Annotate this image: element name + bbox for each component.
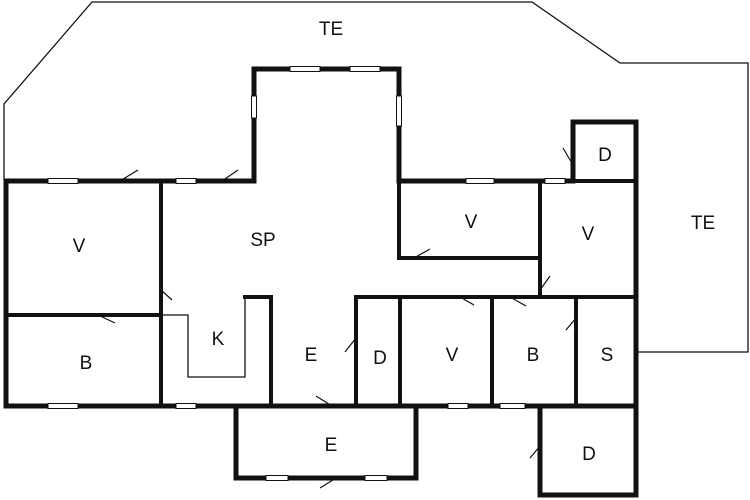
door-swing [221,169,239,182]
window [251,95,257,119]
label-bathroom-left: B [80,353,93,374]
label-entrance-bottom: E [325,435,338,456]
door-swing [539,275,551,291]
label-storage-mid: D [373,348,387,369]
wall-exterior-south-west [3,403,543,481]
door-swing [344,337,357,353]
door-swing [319,477,337,489]
door-swing [97,314,116,324]
window [465,178,495,184]
label-storage-bottom-right: D [582,444,596,465]
label-kitchen: K [212,329,225,350]
window [447,403,469,409]
window [47,403,79,409]
interior-walls [4,179,638,408]
label-living-room: SP [250,230,275,251]
terrace-top-outline [3,1,749,353]
wall-kitchen [243,295,273,408]
window [289,66,321,72]
window [544,178,566,184]
windows [47,66,566,481]
label-entrance-hall: E [305,345,318,366]
window [499,403,526,409]
window [349,66,381,72]
kitchen-counter [161,297,246,378]
window [364,475,388,481]
door-swing [119,169,139,182]
terrace-outline [3,1,749,353]
window [47,178,79,184]
door-swing [413,248,431,259]
window [175,178,197,184]
door-swing [565,317,577,331]
label-bedroom-mid-bottom: V [446,345,459,366]
door-swing [529,445,541,459]
label-terrace-right: TE [691,213,715,234]
window [175,403,197,409]
door-swing [160,289,173,301]
door-swing [315,395,333,407]
wall-bedroom-right-top [397,179,542,260]
door-swing [562,147,574,166]
door-swing [509,296,527,307]
label-terrace-top: TE [319,19,343,40]
label-sauna: S [601,345,614,366]
doors [97,147,577,489]
room-labels: TE TE SP K E E V B V V D D V B S D [73,19,715,465]
wall-storage-bottom-right [537,403,639,498]
window [396,95,402,127]
label-storage-top-right: D [598,145,612,166]
label-bedroom-right-top: V [465,212,478,233]
label-bedroom-far-right: V [582,224,595,245]
window [265,475,289,481]
label-bathroom-right: B [527,345,540,366]
label-bedroom-left: V [73,236,86,257]
door-swing [459,296,475,306]
